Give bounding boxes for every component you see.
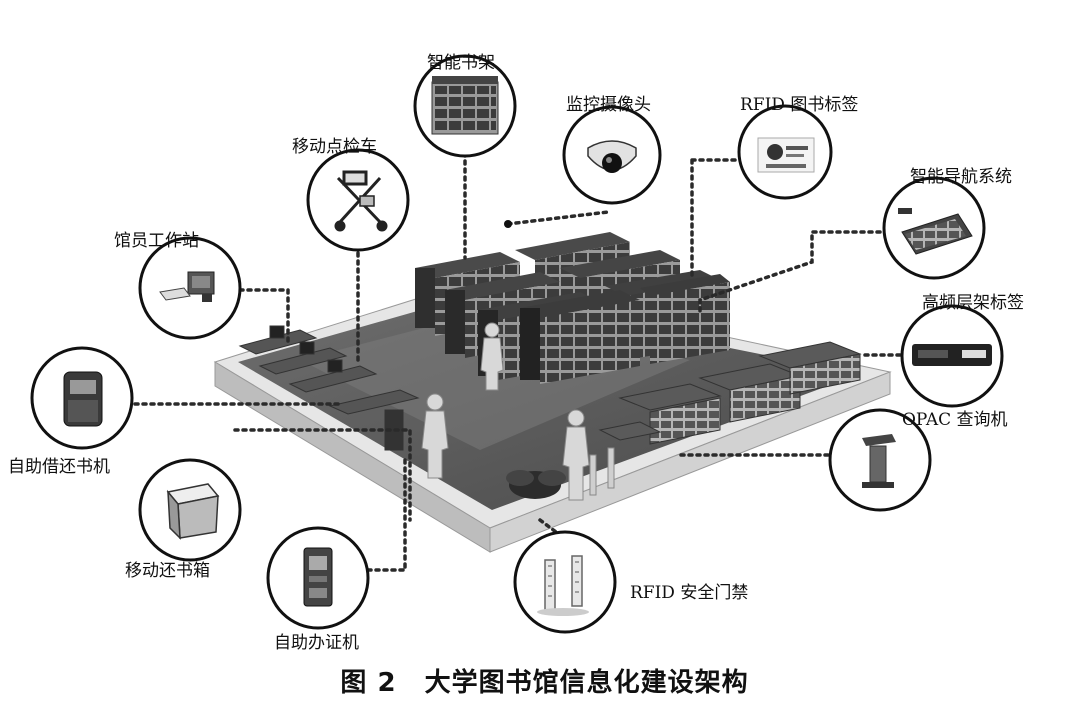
figure-title: 大学图书馆信息化建设架构 <box>424 668 749 698</box>
camera-icon <box>587 140 637 173</box>
figure-number: 图 2 <box>340 668 397 698</box>
connector-lines <box>133 143 902 572</box>
cart-icon <box>334 170 388 232</box>
shelving-area <box>415 232 730 384</box>
people <box>421 322 590 501</box>
shelf-tag-icon <box>912 344 992 366</box>
label-layer-tag: 高频层架标签 <box>922 293 1024 313</box>
security-gate-icon <box>537 555 589 616</box>
label-camera: 监控摄像头 <box>566 95 651 115</box>
entrance-gate <box>589 447 615 496</box>
rfid-gate-bubble <box>513 530 617 634</box>
label-self-checkout: 自助借还书机 <box>8 457 110 477</box>
bookshelf-icon <box>431 76 499 135</box>
label-rfid-gate: RFID 安全门禁 <box>630 583 749 603</box>
reading-tables <box>598 341 862 445</box>
figure-caption: 图 2 大学图书馆信息化建设架构 <box>0 662 1089 699</box>
navigation-icon <box>898 208 973 255</box>
plant <box>506 470 566 499</box>
rfid-tag-icon <box>757 137 815 173</box>
label-staff-station: 馆员工作站 <box>114 231 199 251</box>
opac-kiosk-icon <box>862 434 896 488</box>
self-checkout-icon <box>63 371 103 427</box>
label-card-machine: 自助办证机 <box>274 633 359 653</box>
return-box-icon <box>166 483 220 540</box>
card-machine-icon <box>303 547 333 607</box>
workstation-icon <box>159 271 215 302</box>
label-return-box: 移动还书箱 <box>125 561 210 581</box>
label-navigation: 智能导航系统 <box>910 167 1012 187</box>
label-rfid-tag: RFID 图书标签 <box>740 95 859 115</box>
label-opac: OPAC 查询机 <box>902 410 1008 430</box>
label-mobile-cart: 移动点检车 <box>292 137 377 157</box>
label-smart-shelf: 智能书架 <box>427 53 495 73</box>
